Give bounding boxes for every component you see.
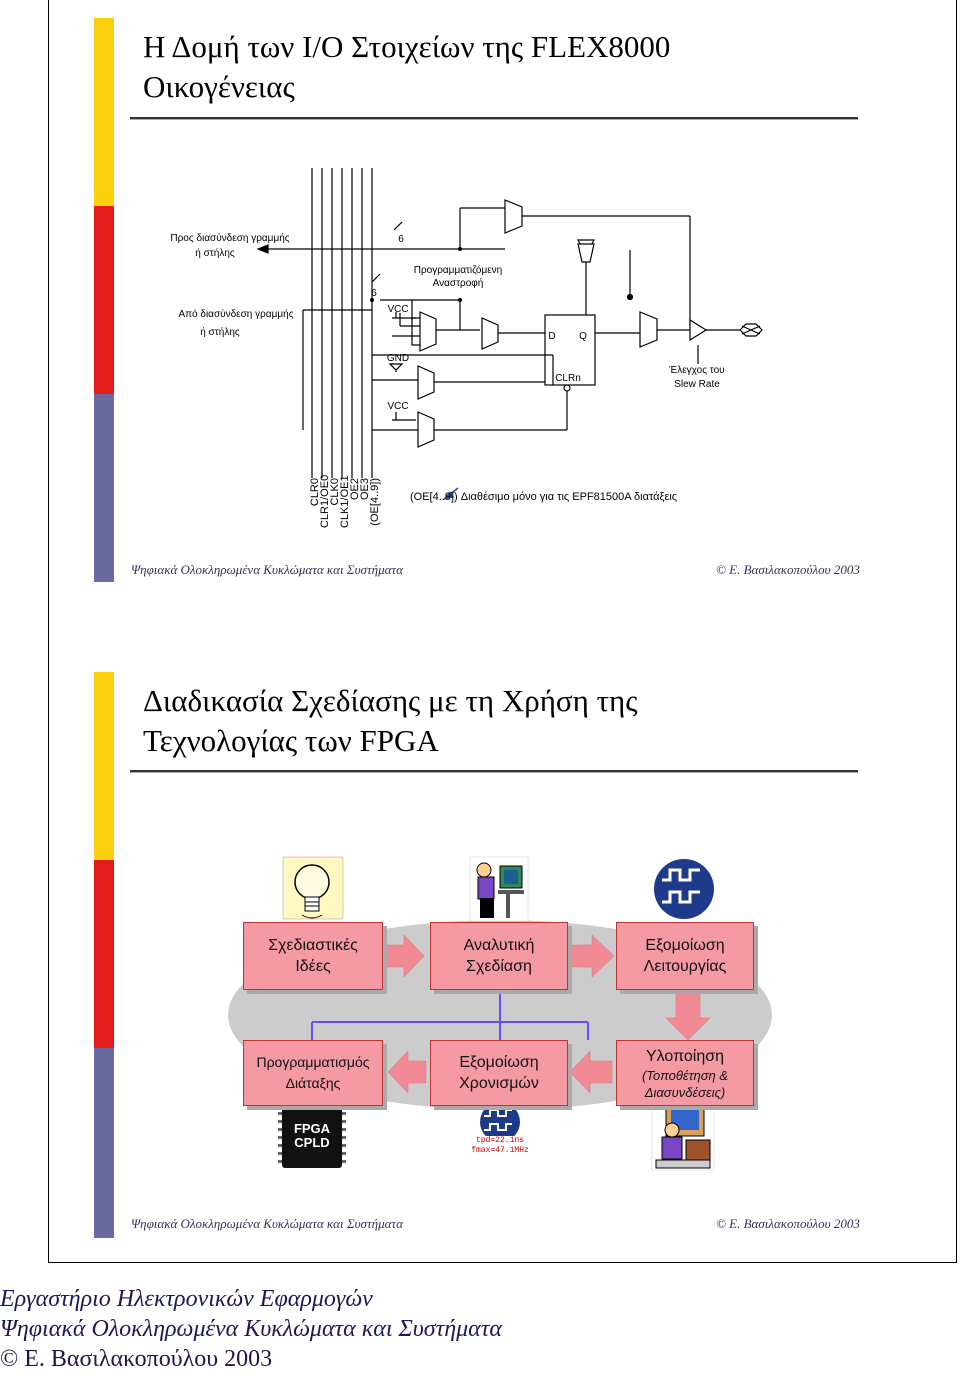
document-frame	[48, 0, 957, 1263]
bus-width-top: 6	[398, 234, 404, 245]
vcc-label-top: VCC	[387, 304, 409, 315]
slew-rate-label-2: Slew Rate	[674, 379, 720, 390]
bus-width-left: 6	[371, 288, 377, 299]
fmax-value: fmax=47.1MHz	[471, 1146, 529, 1155]
fpga-chip-icon	[278, 1106, 346, 1168]
accent-bar-blue	[94, 1048, 114, 1238]
to-interconnect-label-2: ή στήλης	[195, 248, 235, 259]
lightbulb-icon	[282, 856, 344, 920]
design-ideas-box: Σχεδιαστικές Ιδέες	[243, 922, 383, 990]
tpd-value: tpd=22.1ns	[475, 1136, 524, 1145]
implementation-line-1: Υλοποίηση	[645, 1047, 725, 1065]
timing-waveform-icon	[480, 1102, 520, 1142]
flipflop-clrn-label: CLRn	[555, 373, 581, 384]
slide-1-footer-left: Ψηφιακά Ολοκληρωμένα Κυκλώματα και Συστή…	[131, 562, 403, 577]
design-ideas-line-2: Ιδέες	[295, 958, 331, 975]
to-interconnect-label-1: Προς διασύνδεση γραμμής	[170, 233, 290, 244]
io-element-circuit	[256, 168, 763, 500]
analytic-design-line-1: Αναλυτική	[463, 937, 535, 954]
functional-simulation-line-1: Εξομοίωση	[645, 937, 725, 954]
accent-bar-red	[94, 860, 114, 1048]
timing-values: tpd=22.1ns fmax=47.1MHz	[470, 1136, 530, 1156]
implementation-line-3: Διασυνδέσεις)	[644, 1084, 726, 1100]
design-ideas-line-1: Σχεδιαστικές	[268, 937, 358, 954]
flipflop-d-label: D	[548, 331, 556, 342]
waveform-icon	[654, 859, 714, 919]
functional-simulation-box: Εξομοίωση Λειτουργίας	[616, 922, 754, 990]
analytic-design-line-2: Σχεδίαση	[466, 958, 532, 975]
vcc-label-bottom: VCC	[387, 401, 409, 412]
accent-bar-yellow	[94, 672, 114, 860]
slide-1-title-line-2: Οικογένειας	[143, 69, 295, 104]
slide-2-title-line-1: Διαδικασία Σχεδίασης με τη Χρήση της	[143, 683, 638, 718]
slide-1-footer-right: © Ε. Βασιλακοπούλου 2003	[716, 562, 860, 577]
slide-2-title-rule	[130, 770, 858, 772]
flipflop-q-label: Q	[579, 331, 587, 342]
timing-simulation-line-1: Εξομοίωση	[459, 1054, 539, 1071]
implementation-line-2: (Τοποθέτηση &	[641, 1067, 729, 1083]
analytic-design-box: Αναλυτική Σχεδίαση	[430, 922, 568, 990]
page-footer-line-1: Εργαστήριο Ηλεκτρονικών Εφαρμογών	[0, 1286, 373, 1312]
designer-at-computer-icon	[469, 856, 529, 922]
slide-2-title-line-2: Τεχνολογίας των FPGA	[143, 723, 439, 758]
fpga-label: FPGA	[293, 1121, 331, 1136]
page-footer-line-2: Ψηφιακά Ολοκληρωμένα Κυκλώματα και Συστή…	[0, 1316, 502, 1342]
slew-rate-label-1: Έλεγχος του	[669, 365, 725, 376]
functional-simulation-line-2: Λειτουργίας	[643, 958, 727, 975]
cpld-label: CPLD	[294, 1135, 330, 1150]
slide-1-title-line-1: Η Δομή των I/O Στοιχείων της FLEX8000	[143, 29, 671, 64]
accent-bar-red	[94, 206, 114, 394]
device-programming-box: Προγραμματισμός Διάταξης	[243, 1040, 383, 1106]
programmable-inversion-label-2: Αναστροφή	[432, 278, 484, 289]
timing-simulation-line-2: Χρονισμών	[459, 1075, 539, 1092]
device-programming-line-2: Διάταξης	[285, 1075, 341, 1091]
implementation-box: Υλοποίηση (Τοποθέτηση & Διασυνδέσεις)	[616, 1040, 754, 1106]
slide-2-footer-left: Ψηφιακά Ολοκληρωμένα Κυκλώματα και Συστή…	[131, 1216, 403, 1231]
timing-simulation-box: Εξομοίωση Χρονισμών	[430, 1040, 568, 1106]
fpga-chip-label: FPGA CPLD	[282, 1122, 342, 1150]
from-interconnect-label-1: Από διασύνδεση γραμμής	[178, 309, 294, 320]
accent-bar-blue	[94, 394, 114, 582]
slide-2-footer-right: © Ε. Βασιλακοπούλου 2003	[716, 1216, 860, 1231]
from-interconnect-label-2: ή στήλης	[200, 327, 240, 338]
engineer-workstation-icon	[651, 1101, 715, 1171]
accent-bar-yellow	[94, 18, 114, 206]
device-programming-line-1: Προγραμματισμός	[256, 1054, 370, 1070]
oe-availability-note: (OE[4..9]) Διαθέσιμο μόνο για τις EPF815…	[410, 491, 678, 503]
gnd-label: GND	[386, 353, 410, 364]
page-footer-line-3: © Ε. Βασιλακοπούλου 2003	[0, 1346, 273, 1372]
slide-1-title-rule	[130, 117, 858, 119]
programmable-inversion-label-1: Προγραμματιζόμενη	[413, 265, 503, 276]
